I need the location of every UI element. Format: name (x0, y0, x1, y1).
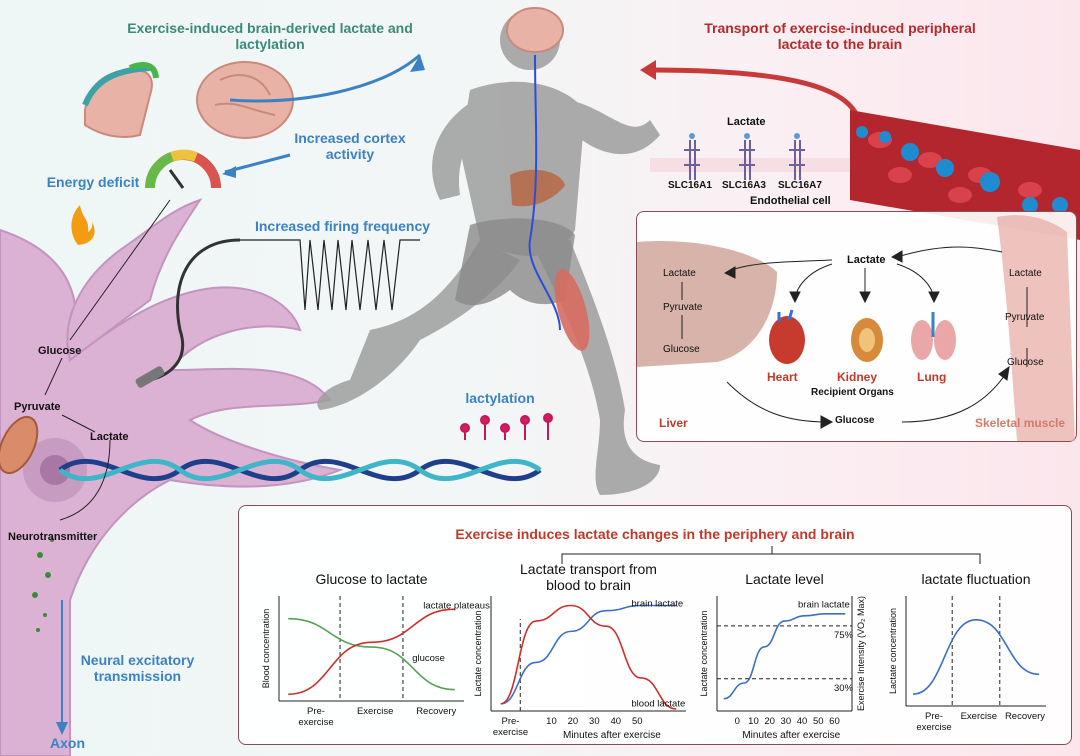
x-tick-label: Recovery (416, 706, 456, 717)
series-line (500, 604, 677, 710)
chart-title: Lactate level (745, 571, 824, 587)
lactylation-marks (460, 413, 553, 440)
energy-deficit-label: Energy deficit (46, 174, 140, 190)
pyruvate-label: Pyruvate (14, 401, 61, 413)
series-label: glucose (412, 653, 445, 664)
skeletal-muscle-label: Skeletal muscle (975, 416, 1066, 430)
x-tick-label: 40 (797, 716, 808, 727)
organ-glucose-label: Glucose (835, 415, 875, 426)
x-axis-label: Minutes after exercise (742, 730, 840, 741)
x-tick-label: 40 (611, 716, 622, 727)
endothelial-cell-label: Endothelial cell (750, 195, 831, 207)
charts-title: Exercise induces lactate changes in the … (455, 526, 855, 542)
series-label: lactate plateaus (423, 601, 490, 612)
charts-panel: Exercise induces lactate changes in the … (238, 505, 1072, 745)
series-line (723, 612, 846, 700)
flame-icon (71, 205, 95, 245)
liver-label: Liver (659, 416, 688, 430)
x-tick-label: 50 (813, 716, 824, 727)
neural-transmission-label: Neural excitatory transmission (80, 652, 195, 684)
x-tick-label: 50 (632, 716, 643, 727)
threshold-label: 30% (834, 683, 854, 694)
series-label: blood lactate (631, 698, 685, 709)
x-tick-label: 20 (764, 716, 775, 727)
liver-glucose: Glucose (663, 344, 700, 355)
x-axis-label: Minutes after exercise (563, 730, 661, 741)
slc16a7-label: SLC16A7 (778, 180, 822, 191)
muscle-pyruvate: Pyruvate (1005, 312, 1045, 323)
liver-pyruvate: Pyruvate (663, 302, 703, 313)
glucose-label: Glucose (38, 345, 82, 357)
transport-title: Transport of exercise-induced peripheral… (704, 20, 976, 52)
slc16a1-label: SLC16A1 (668, 180, 712, 191)
organ-lactate-label: Lactate (847, 254, 886, 266)
axon-label: Axon (50, 735, 85, 751)
neuron-illustration (0, 198, 344, 756)
y-axis-label: Blood concentration (261, 609, 271, 689)
mitochondria-icon (0, 415, 39, 475)
x-tick-label: Pre-exercise (298, 706, 333, 728)
organ-panel: Lactate Lactate Pyruvate Glucose Lactate… (636, 211, 1077, 442)
heart-label: Heart (767, 370, 798, 384)
transporter-icons (684, 140, 805, 180)
lactylation-label: lactylation (465, 390, 535, 406)
y-axis-label: Lactate concentration (699, 610, 709, 696)
muscle-lactate: Lactate (1009, 268, 1042, 279)
firing-frequency-label: Increased firing frequency (254, 218, 431, 234)
y-axis-label: Lactate concentration (888, 608, 898, 694)
slc16a3-label: SLC16A3 (722, 180, 766, 191)
threshold-label: 75% (834, 630, 854, 641)
y2-axis-label: Exercise Intensity (VO₂ Max) (856, 596, 866, 711)
x-tick-label: 60 (829, 716, 840, 727)
x-tick-label: Pre-exercise (916, 711, 951, 733)
dna-helix (58, 458, 542, 482)
y-axis-label: Lactate concentration (473, 610, 483, 696)
liver-lactate: Lactate (663, 268, 696, 279)
x-tick-label: Pre-exercise (493, 716, 528, 738)
x-tick-label: 10 (748, 716, 759, 727)
increased-cortex-label: Increased cortex activity (294, 130, 406, 162)
chart-title: lactate fluctuation (922, 571, 1031, 587)
x-tick-label: 10 (546, 716, 557, 727)
annotation-label: brain lactate (798, 600, 850, 611)
brain-lactate-title: Exercise-induced brain-derived lactate a… (127, 20, 413, 52)
series-label: brain lactate (631, 598, 683, 609)
x-tick-label: 20 (568, 716, 579, 727)
x-tick-label: 0 (735, 716, 740, 727)
series-line (288, 617, 455, 691)
x-tick-label: Exercise (961, 711, 997, 722)
neurotransmitter-label: Neurotransmitter (8, 531, 98, 543)
endothelial-lactate-label: Lactate (727, 116, 766, 128)
kidney-label: Kidney (837, 370, 878, 384)
recipient-organs-label: Recipient Organs (811, 387, 894, 398)
x-tick-label: Exercise (357, 706, 393, 717)
x-tick-label: 30 (781, 716, 792, 727)
x-tick-label: Recovery (1005, 711, 1045, 722)
chart-title: Glucose to lactate (315, 571, 427, 587)
series-line (500, 604, 677, 705)
x-tick-label: 30 (589, 716, 600, 727)
muscle-glucose: Glucose (1007, 357, 1044, 368)
series-line (912, 619, 1040, 695)
lung-label: Lung (917, 370, 947, 384)
series-line (288, 608, 455, 696)
lactate-label: Lactate (90, 431, 129, 443)
